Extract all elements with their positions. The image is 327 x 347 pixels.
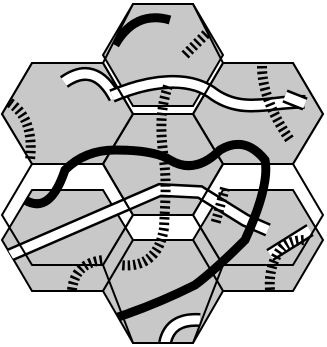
game-board	[0, 0, 327, 347]
hex-board-svg	[0, 0, 327, 347]
